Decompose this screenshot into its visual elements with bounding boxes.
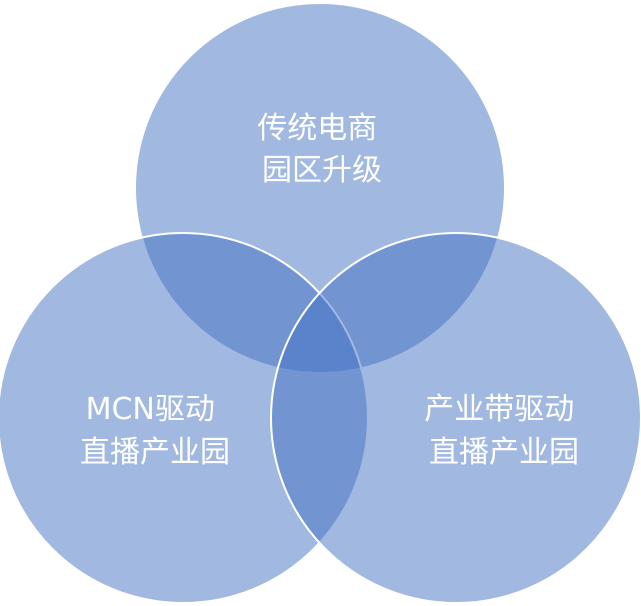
label-right-line-2: 直播产业园 xyxy=(429,435,579,470)
label-left-line-2: 直播产业园 xyxy=(80,435,230,470)
label-left: MCN驱动 直播产业园 xyxy=(80,392,230,470)
label-left-line-1: MCN驱动 xyxy=(86,392,215,427)
label-right: 产业带驱动 直播产业园 xyxy=(424,392,584,470)
label-top-line-1: 传统电商 xyxy=(257,111,377,146)
circle-right-industrial-belt xyxy=(270,232,641,604)
label-top-line-2: 园区升级 xyxy=(262,153,382,188)
label-right-line-1: 产业带驱动 xyxy=(424,392,574,427)
label-top: 传统电商 园区升级 xyxy=(257,111,387,188)
